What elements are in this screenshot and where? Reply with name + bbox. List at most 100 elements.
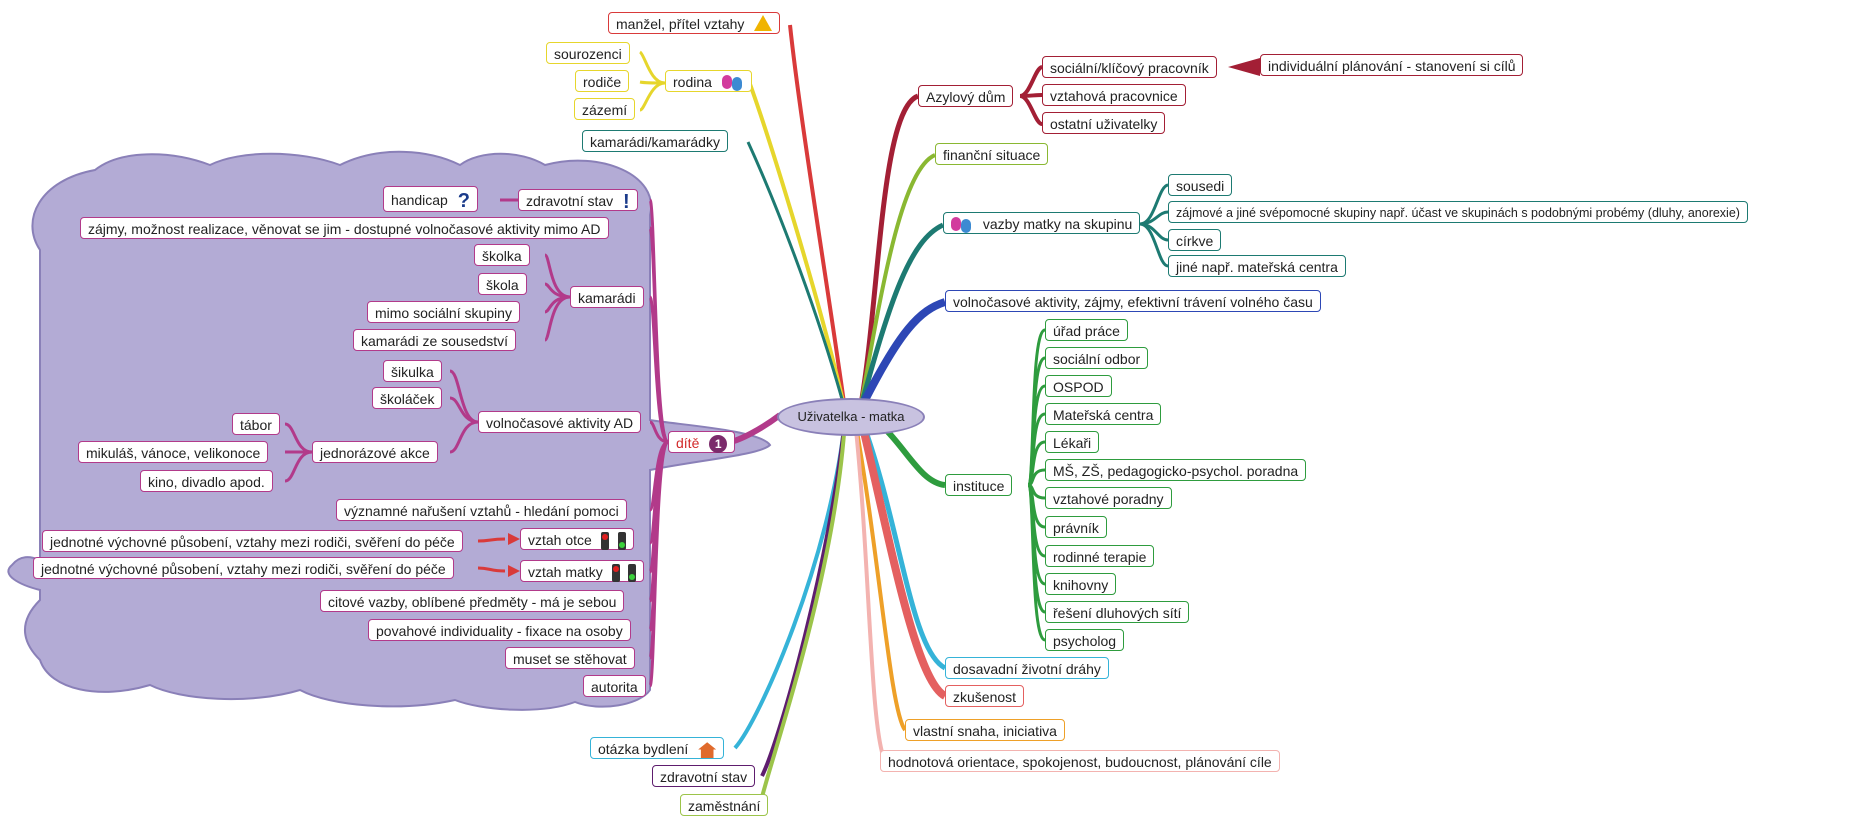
matky-link xyxy=(477,566,506,573)
branch-dosavadni xyxy=(857,414,947,671)
branch-zkusenost xyxy=(856,414,948,700)
traffic-light-green-icon xyxy=(628,564,637,583)
node-povahove[interactable]: povahové individuality - fixace na osoby xyxy=(368,619,631,641)
node-zdravotni-stav[interactable]: zdravotní stav xyxy=(652,765,756,787)
node-handicap-label: handicap xyxy=(391,192,448,208)
node-mimo[interactable]: mimo sociální skupiny xyxy=(367,301,520,323)
node-mikulas[interactable]: mikuláš, vánoce, velikonoce xyxy=(78,441,269,463)
node-naruseni[interactable]: významné nařušení vztahů - hledání pomoc… xyxy=(336,499,627,521)
node-ms[interactable]: MŠ, ZŠ, pedagogicko-psychol. poradna xyxy=(1045,459,1307,481)
matky-arrow xyxy=(508,565,520,577)
node-instituce[interactable]: instituce xyxy=(945,474,1013,496)
node-sikulka[interactable]: šikulka xyxy=(383,360,442,382)
node-kino[interactable]: kino, divadlo apod. xyxy=(140,470,273,492)
node-vztahova[interactable]: vztahová pracovnice xyxy=(1042,84,1186,106)
dite-subs xyxy=(284,198,670,688)
node-jednotne-2[interactable]: jednotné výchovné působení, vztahy mezi … xyxy=(33,557,454,579)
node-citove[interactable]: citové vazby, oblíbené předměty - má je … xyxy=(320,590,625,612)
node-rodina-label: rodina xyxy=(673,74,712,90)
node-sourozenci[interactable]: sourozenci xyxy=(546,42,630,64)
node-dite[interactable]: dítě 1 xyxy=(668,431,736,454)
node-skola[interactable]: škola xyxy=(478,273,527,295)
azyl-sub-1 xyxy=(1019,65,1044,98)
node-socialni-pracovnik[interactable]: sociální/klíčový pracovník xyxy=(1042,56,1217,78)
node-urad[interactable]: úřad práce xyxy=(1045,319,1128,341)
node-autorita[interactable]: autorita xyxy=(583,675,646,697)
node-cirkve[interactable]: církve xyxy=(1168,229,1222,251)
node-volnocasove-ad[interactable]: volnočasové aktivity AD xyxy=(478,411,642,433)
vazby-sub-4 xyxy=(1139,222,1169,268)
otce-arrow xyxy=(508,533,520,545)
azyl-sub-3 xyxy=(1019,94,1043,126)
node-skolka[interactable]: školka xyxy=(474,244,530,266)
node-vlastni[interactable]: vlastní snaha, iniciativa xyxy=(905,719,1065,741)
node-tabor[interactable]: tábor xyxy=(232,413,280,435)
node-sousedi[interactable]: sousedi xyxy=(1168,174,1233,196)
node-stehovat[interactable]: muset se stěhovat xyxy=(505,647,635,669)
question-icon: ? xyxy=(457,190,470,213)
node-zamestnani[interactable]: zaměstnání xyxy=(680,794,769,816)
node-individualni[interactable]: individuální plánování - stanovení si cí… xyxy=(1260,54,1524,76)
node-azylovy[interactable]: Azylový dům xyxy=(918,85,1014,107)
node-bydleni[interactable]: otázka bydlení xyxy=(590,737,725,759)
node-reseni[interactable]: řešení dluhových sítí xyxy=(1045,601,1190,623)
node-vztah-matky-label: vztah matky xyxy=(528,564,603,580)
rodina-sub-3 xyxy=(639,81,666,112)
node-zkusenost[interactable]: zkušenost xyxy=(945,685,1025,707)
node-vztahove[interactable]: vztahové poradny xyxy=(1045,487,1172,509)
branch-vlastni xyxy=(853,419,907,732)
node-materska[interactable]: Mateřská centra xyxy=(1045,403,1162,425)
node-zajmy[interactable]: zájmy, možnost realizace, věnovat se jim… xyxy=(80,217,609,239)
traffic-light-red-icon xyxy=(600,532,609,551)
node-handicap[interactable]: handicap ? xyxy=(383,186,478,212)
node-dite-kamaradi[interactable]: kamarádi xyxy=(570,286,644,308)
node-zazemi[interactable]: zázemí xyxy=(574,98,636,120)
node-rodinne[interactable]: rodinné terapie xyxy=(1045,545,1155,567)
node-zajmove[interactable]: zájmové a jiné svépomocné skupiny např. … xyxy=(1168,201,1748,223)
node-socialni-odbor[interactable]: sociální odbor xyxy=(1045,347,1149,369)
node-manzel-label: manžel, přítel vztahy xyxy=(616,16,745,32)
node-financni[interactable]: finanční situace xyxy=(935,143,1049,165)
node-vazby[interactable]: vazby matky na skupinu xyxy=(943,212,1141,234)
node-vztah-matky[interactable]: vztah matky xyxy=(520,560,645,583)
node-dite-label: dítě xyxy=(676,435,700,451)
priority-1-icon: 1 xyxy=(709,435,728,454)
node-psycholog[interactable]: psycholog xyxy=(1045,629,1125,651)
branch-zamestnani xyxy=(758,419,847,806)
node-manzel[interactable]: manžel, přítel vztahy xyxy=(608,12,781,34)
branch-volnocasove xyxy=(856,298,947,412)
branch-hodnotova xyxy=(853,419,887,762)
node-jednotne-1[interactable]: jednotné výchovné působení, vztahy mezi … xyxy=(42,530,463,552)
node-skolacek[interactable]: školáček xyxy=(372,387,443,409)
node-hodnotova[interactable]: hodnotová orientace, spokojenost, budouc… xyxy=(880,750,1280,772)
azyl-sub-4 xyxy=(1228,58,1260,76)
node-dite-zdravotni[interactable]: zdravotní stav ! xyxy=(518,189,638,214)
instituce-subs xyxy=(1026,328,1047,642)
node-lekari[interactable]: Lékaři xyxy=(1045,431,1100,453)
node-ostatni[interactable]: ostatní uživatelky xyxy=(1042,112,1166,134)
node-rodice[interactable]: rodiče xyxy=(575,70,630,92)
node-jednorazove[interactable]: jednorázové akce xyxy=(312,441,438,463)
vazby-sub-2 xyxy=(1139,210,1169,226)
family-icon xyxy=(721,75,744,92)
node-dite-zdravotni-label: zdravotní stav xyxy=(526,193,614,209)
exclamation-icon: ! xyxy=(623,191,630,214)
node-kamaradi-top[interactable]: kamarádi/kamarádky xyxy=(582,130,728,152)
node-volnocasove[interactable]: volnočasové aktivity, zájmy, efektivní t… xyxy=(945,290,1321,312)
node-knihovny[interactable]: knihovny xyxy=(1045,573,1117,595)
node-rodina[interactable]: rodina xyxy=(665,70,752,92)
central-node[interactable]: Uživatelka - matka xyxy=(777,398,925,436)
node-pravnik[interactable]: právník xyxy=(1045,516,1107,538)
node-ze-sousedstvi[interactable]: kamarádi ze sousedství xyxy=(353,329,517,351)
traffic-light-green-icon xyxy=(617,532,626,551)
node-dosavadni[interactable]: dosavadní životní dráhy xyxy=(945,657,1109,679)
branch-vazby xyxy=(857,222,945,411)
branch-manzel xyxy=(788,24,847,411)
node-jine[interactable]: jiné např. mateřská centra xyxy=(1168,255,1346,277)
node-vztah-otce[interactable]: vztah otce xyxy=(520,528,634,551)
node-vazby-label: vazby matky na skupinu xyxy=(982,216,1133,232)
house-icon xyxy=(698,742,717,759)
node-ospod[interactable]: OSPOD xyxy=(1045,375,1112,397)
node-bydleni-label: otázka bydlení xyxy=(598,741,689,757)
